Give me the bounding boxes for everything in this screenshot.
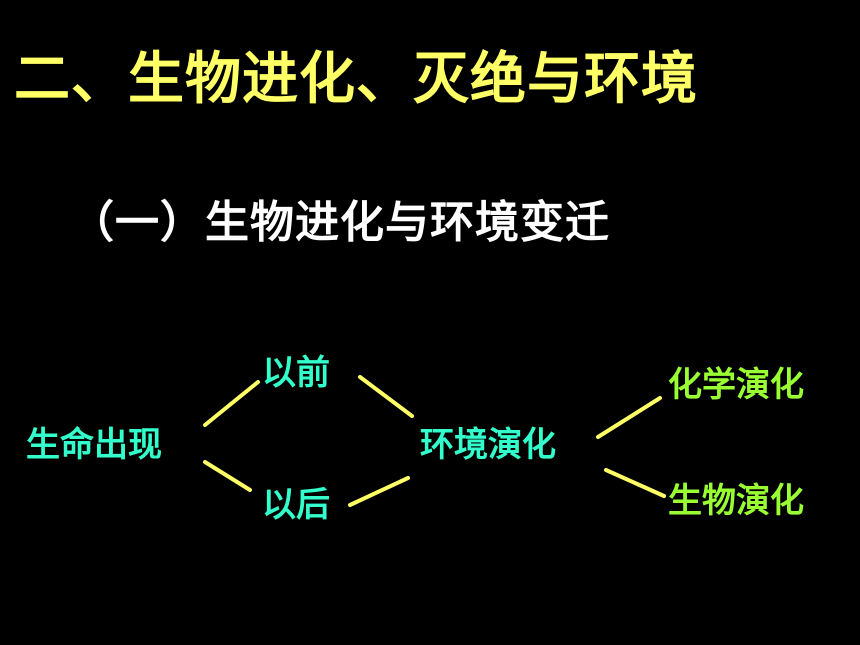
connector-before-env — [358, 375, 414, 418]
node-before: 以前 — [262, 353, 330, 393]
connector-after-env — [348, 476, 410, 507]
node-environment-evolution: 环境演化 — [420, 425, 556, 465]
connector-life-before — [203, 380, 260, 427]
connector-life-after — [203, 460, 252, 492]
node-after: 以后 — [262, 485, 330, 525]
node-biological-evolution: 生物演化 — [668, 481, 804, 521]
section-subtitle: （一）生物进化与环境变迁 — [70, 197, 610, 248]
connector-env-bio — [604, 468, 666, 498]
node-life-emergence: 生命出现 — [26, 425, 162, 465]
slide-title: 二、生物进化、灭绝与环境 — [14, 47, 698, 112]
connector-env-chem — [596, 396, 662, 439]
node-chemical-evolution: 化学演化 — [668, 365, 804, 405]
